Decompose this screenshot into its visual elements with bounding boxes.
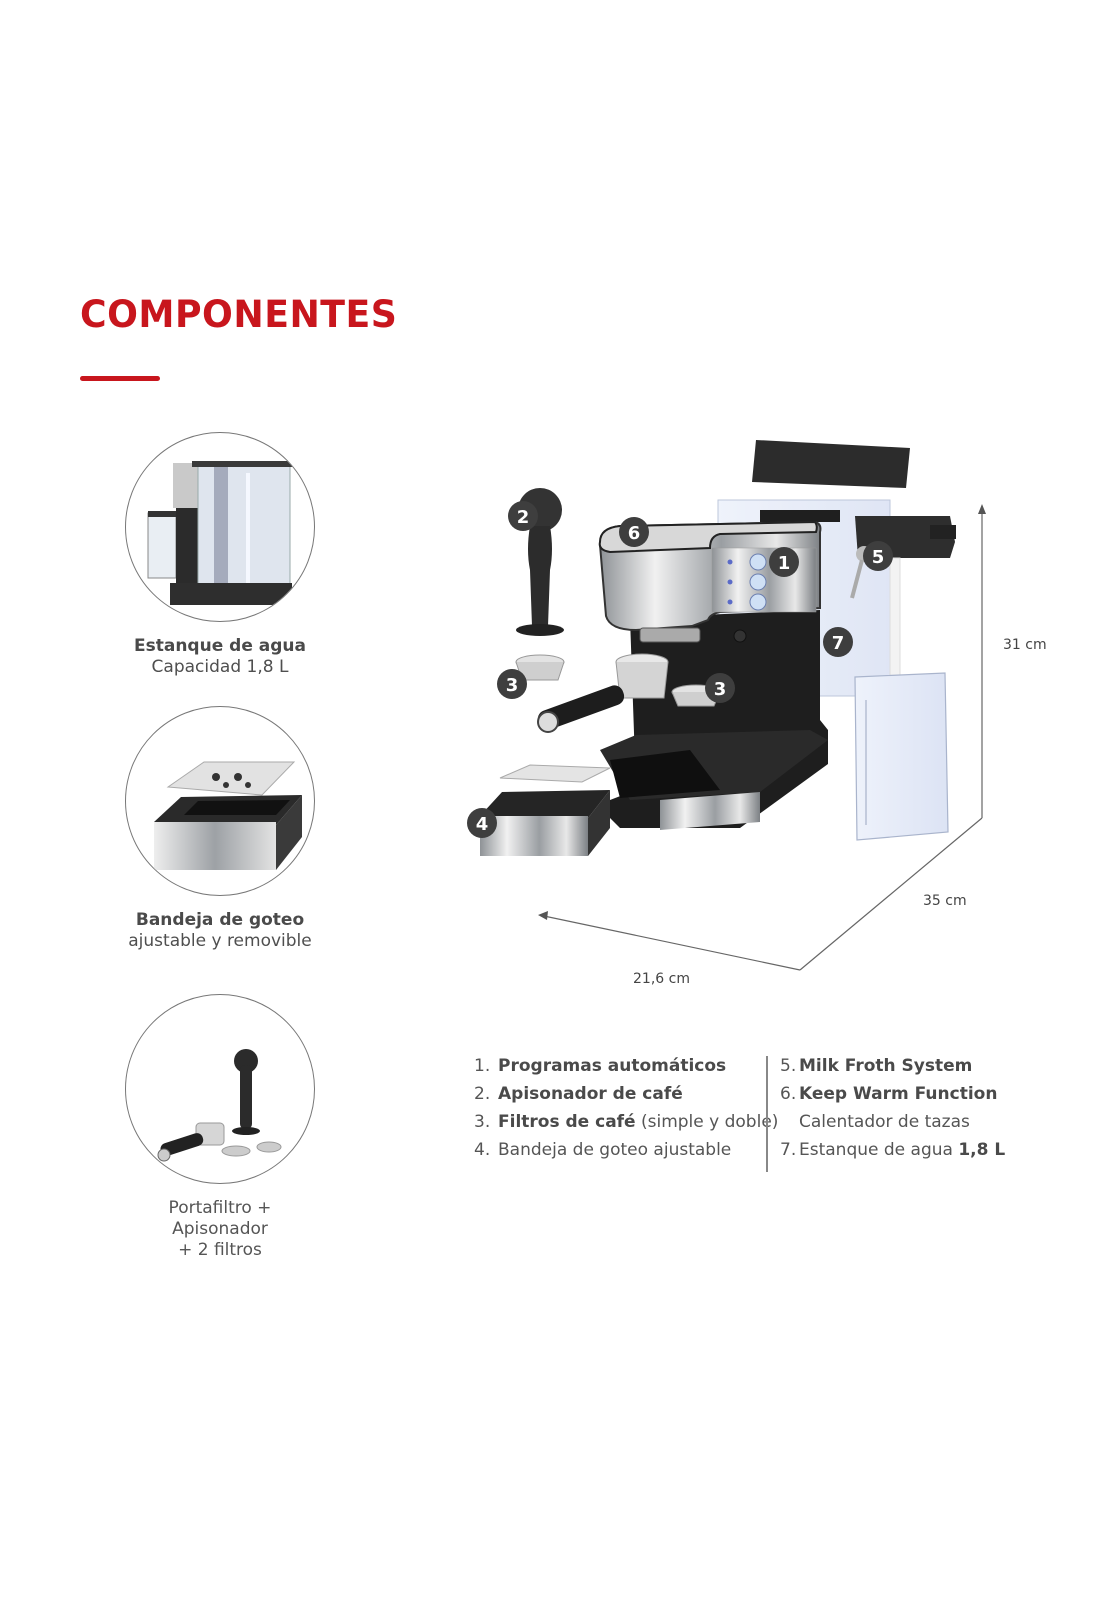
badge-1: 1 <box>769 547 799 577</box>
svg-text:3: 3 <box>506 675 519 696</box>
dimension-height: 31 cm <box>1003 637 1047 653</box>
espresso-machine-icon: 1 2 3 3 4 5 6 7 <box>467 440 986 971</box>
badge-4: 4 <box>467 808 497 838</box>
svg-text:7: 7 <box>832 633 845 654</box>
water-tank-icon <box>125 432 315 622</box>
component-item-4: 4.Bandeja de goteo ajustable <box>474 1140 732 1160</box>
drip-tray-icon <box>125 706 315 896</box>
product-illustration: 1 2 3 3 4 5 6 7 31 cm 35 cm 21,6 cm <box>460 430 1080 1010</box>
component-item-2: 2.Apisonador de café <box>474 1084 683 1104</box>
component-item-3: 3.Filtros de café (simple y doble) <box>474 1112 779 1132</box>
components-list-left: 1.Programas automáticos 2.Apisonador de … <box>474 1052 778 1164</box>
feature-water-tank: Estanque de agua Capacidad 1,8 L <box>120 432 320 678</box>
feature-subtitle: ajustable y removible <box>128 931 312 951</box>
dimension-width: 21,6 cm <box>633 971 690 987</box>
component-item-7: 7.Estanque de agua 1,8 L <box>780 1140 1006 1160</box>
feature-title: Estanque de agua <box>134 636 306 656</box>
component-item-6: 6.Keep Warm Function <box>780 1084 998 1104</box>
svg-text:1: 1 <box>778 553 791 574</box>
feature-line1: Portafiltro + Apisonador <box>168 1198 272 1239</box>
components-list-right: 5.Milk Froth System 6.Keep Warm Function… <box>780 1052 1005 1164</box>
feature-subtitle: Capacidad 1,8 L <box>151 657 289 677</box>
svg-text:5: 5 <box>872 547 885 568</box>
page-title: COMPONENTES <box>80 293 398 336</box>
feature-title: Bandeja de goteo <box>135 910 305 930</box>
feature-drip-tray: Bandeja de goteo ajustable y removible <box>120 706 320 952</box>
column-divider <box>766 1056 768 1172</box>
badge-6: 6 <box>619 517 649 547</box>
badge-2: 2 <box>508 501 538 531</box>
badge-3a: 3 <box>497 669 527 699</box>
dimension-depth: 35 cm <box>923 893 967 909</box>
feature-line2: + 2 filtros <box>178 1240 262 1260</box>
badge-5: 5 <box>863 541 893 571</box>
component-item-1: 1.Programas automáticos <box>474 1056 727 1076</box>
portafilter-tamper-icon <box>125 994 315 1184</box>
badge-3b: 3 <box>705 673 735 703</box>
svg-text:2: 2 <box>517 507 530 528</box>
svg-text:3: 3 <box>714 679 727 700</box>
component-item-6-subtitle: Calentador de tazas <box>799 1112 970 1132</box>
feature-portafilter-kit: Portafiltro + Apisonador + 2 filtros <box>120 994 320 1261</box>
svg-text:6: 6 <box>628 523 641 544</box>
component-item-5: 5.Milk Froth System <box>780 1056 973 1076</box>
svg-text:4: 4 <box>476 814 489 835</box>
badge-7: 7 <box>823 627 853 657</box>
title-underline <box>80 376 160 381</box>
